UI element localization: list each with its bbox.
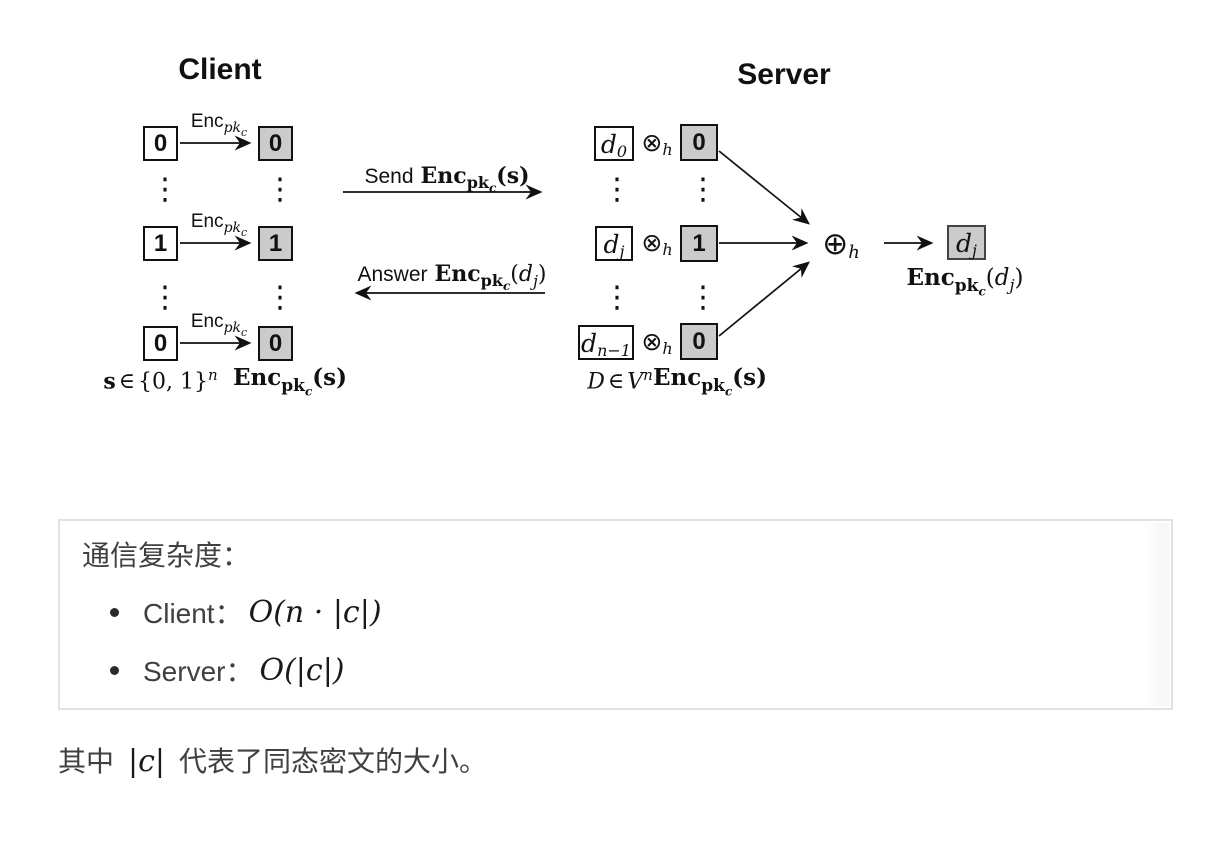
vdots-icon: ⋮ <box>688 172 718 207</box>
footnote-suffix: 代表了同态密文的大小。 <box>179 746 488 777</box>
client-title: Client <box>178 53 262 86</box>
otimes-operator-1: ⊗h <box>641 128 673 160</box>
vdots-icon: ⋮ <box>150 280 180 315</box>
client-cipher-box-3: 0 <box>258 326 293 361</box>
server-data-box-3: dn−1 <box>578 325 634 360</box>
vdots-icon: ⋮ <box>688 280 718 315</box>
vdots-icon: ⋮ <box>150 172 180 207</box>
client-cipher-box-1: 0 <box>258 126 293 161</box>
otimes-operator-2: ⊗h <box>641 228 673 260</box>
enc-base: Enc <box>190 211 224 232</box>
vdots-icon: ⋮ <box>265 280 295 315</box>
enc-sub: pkc <box>223 219 248 239</box>
complexity-client-formula: O(n · |c|) <box>248 594 382 630</box>
complexity-client-label: Client： <box>143 598 243 629</box>
server-cipher-box-1: 0 <box>680 124 718 161</box>
vdots-icon: ⋮ <box>602 172 632 207</box>
enc-arrow-label-2: Encpkc <box>182 211 256 239</box>
client-bit-box-2: 1 <box>143 226 178 261</box>
server-enc-s-label: Encpkc(s) <box>653 364 767 398</box>
vdots-icon: ⋮ <box>265 172 295 207</box>
server-cipher-box-3: 0 <box>680 323 718 360</box>
answer-enc-math: Encpkc <box>434 261 511 294</box>
complexity-box: 通信复杂度： Client： O(n · |c|) Server： O(|c|) <box>58 519 1173 710</box>
enc-sub: pkc <box>223 119 248 139</box>
database-label: D∈Vn <box>587 366 653 395</box>
client-bit-box-1: 0 <box>143 126 178 161</box>
answer-arg: (dj) <box>510 262 547 291</box>
otimes-operator-3: ⊗h <box>641 327 673 359</box>
send-enc-math: Encpkc(s) <box>420 163 530 196</box>
enc-sub: pkc <box>223 319 248 339</box>
server-title: Server <box>737 58 831 91</box>
result-cipher-box: dj <box>947 225 986 260</box>
enc-base: Enc <box>190 111 224 132</box>
client-bit-box-3: 0 <box>143 326 178 361</box>
enc-base: Enc <box>190 311 224 332</box>
complexity-item-server: Server： O(|c|) <box>110 650 1171 690</box>
complexity-heading: 通信复杂度： <box>82 540 251 571</box>
complexity-item-client: Client： O(n · |c|) <box>110 592 1171 632</box>
enc-arrow-label-1: Encpkc <box>182 111 256 139</box>
vdots-icon: ⋮ <box>602 280 632 315</box>
server-cipher-box-2: 1 <box>680 225 718 262</box>
complexity-server-formula: O(|c|) <box>259 652 345 688</box>
selection-vector-label: s∈{0, 1}n <box>103 366 218 395</box>
complexity-server-label: Server： <box>143 656 254 687</box>
diagram-arrows-layer <box>180 135 934 351</box>
client-cipher-box-2: 1 <box>258 226 293 261</box>
server-sum-arrow-3 <box>718 261 810 337</box>
oplus-operator: ⊕h <box>822 226 860 264</box>
server-data-box-1: d0 <box>594 126 634 161</box>
server-sum-arrow-1 <box>718 150 810 225</box>
footnote-math: |c| <box>128 744 166 779</box>
result-enc-label: Encpkc(dj) <box>906 264 1024 298</box>
footnote-prefix: 其中 <box>58 746 115 777</box>
enc-arrow-label-3: Encpkc <box>182 311 256 339</box>
footnote: 其中 |c| 代表了同态密文的大小。 <box>58 740 487 780</box>
box-right-fade <box>1143 523 1169 706</box>
bullet-icon <box>110 607 119 617</box>
bullet-icon <box>110 665 119 675</box>
server-data-box-2: dj <box>595 226 633 261</box>
client-enc-s-label: Encpkc(s) <box>233 364 347 398</box>
